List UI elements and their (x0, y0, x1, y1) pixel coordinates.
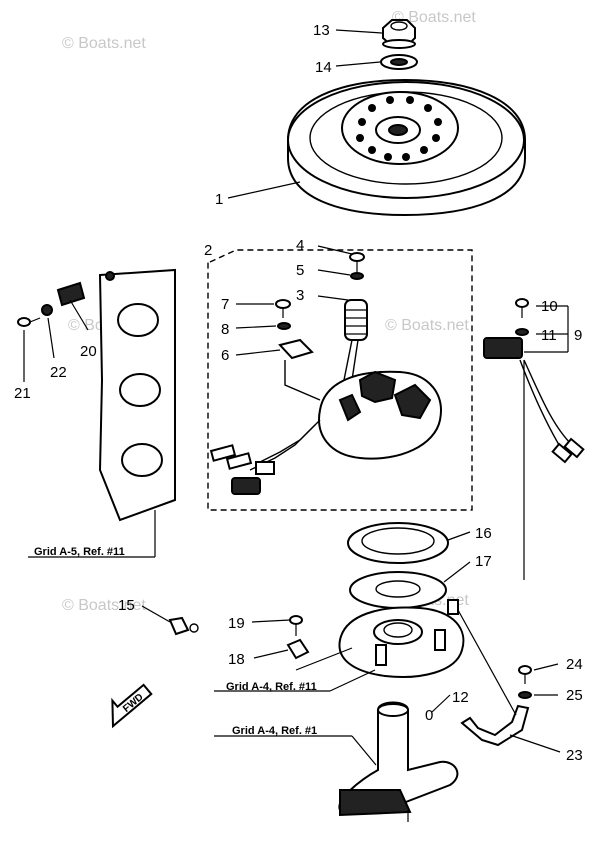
callout-15: 15 (118, 597, 135, 614)
ref-grid-a5: Grid A-5, Ref. #11 (34, 546, 125, 558)
part-19-screw (289, 615, 303, 636)
callout-7: 7 (221, 296, 229, 313)
callout-20: 20 (80, 343, 97, 360)
callout-3: 3 (296, 287, 304, 304)
assembly-2-outline (207, 249, 473, 511)
callout-6: 6 (221, 347, 229, 364)
leader-lines (23, 29, 569, 766)
part-9-switch (483, 337, 585, 580)
callout-12: 12 (452, 689, 469, 706)
callout-21: 21 (14, 385, 31, 402)
callout-labels: 13 14 1 2 4 5 3 7 8 6 10 11 9 20 22 21 1… (14, 22, 583, 764)
base-ring (338, 599, 465, 678)
part-21-screw (17, 317, 41, 327)
callout-10: 10 (541, 298, 558, 315)
watermark-1: © Boats.net (62, 35, 146, 52)
ref-grid-a4-1: Grid A-4, Ref. #1 (232, 725, 317, 737)
part-16-ring (347, 522, 449, 564)
part-4-screw (349, 252, 365, 272)
part-10-screw (515, 298, 529, 318)
callout-13: 13 (313, 22, 330, 39)
part-5-washer (350, 272, 364, 280)
callout-2: 2 (204, 242, 212, 259)
part-17-plate (349, 571, 447, 609)
part-24-screw (518, 665, 532, 684)
part-6-bracket (278, 338, 314, 360)
manifold-cover (98, 268, 176, 522)
callout-18: 18 (228, 651, 245, 668)
callout-14: 14 (315, 59, 332, 76)
callout-4: 4 (296, 237, 304, 254)
callout-17: 17 (475, 553, 492, 570)
callout-9: 9 (574, 327, 582, 344)
part-23-link (460, 704, 530, 747)
part-11-washer (515, 328, 529, 336)
callout-25: 25 (566, 687, 583, 704)
callout-8: 8 (221, 321, 229, 338)
callout-5: 5 (296, 262, 304, 279)
watermark-4: © Boats.net (385, 317, 469, 334)
callout-19: 19 (228, 615, 245, 632)
stator-base-plate (249, 360, 442, 471)
watermark-2: © Boats.net (392, 9, 476, 26)
part-14-washer (380, 54, 418, 70)
callout-16: 16 (475, 525, 492, 542)
part-25-washer (518, 691, 532, 699)
callout-24: 24 (566, 656, 583, 673)
part-22-washer (41, 304, 53, 316)
part-7-screw (275, 299, 291, 318)
fwd-arrow: FWD (111, 683, 153, 729)
callout-0: 0 (425, 707, 433, 724)
ref-grid-a4-11: Grid A-4, Ref. #11 (226, 681, 317, 693)
reference-notes: Grid A-5, Ref. #11 Grid A-4, Ref. #11 Gr… (34, 546, 317, 737)
watermark-5: © Boats.net (62, 597, 146, 614)
part-20-clip (56, 281, 86, 307)
wire-connectors (209, 444, 275, 495)
callout-1: 1 (215, 191, 223, 208)
callout-23: 23 (566, 747, 583, 764)
part-15-clip (168, 616, 199, 636)
throttle-shaft (338, 701, 459, 822)
part-18-plate (286, 638, 310, 660)
callout-22: 22 (50, 364, 67, 381)
part-13-nut (382, 19, 416, 49)
callout-11: 11 (541, 327, 557, 344)
part-8-washer (277, 322, 291, 330)
part-1-flywheel (287, 78, 526, 217)
